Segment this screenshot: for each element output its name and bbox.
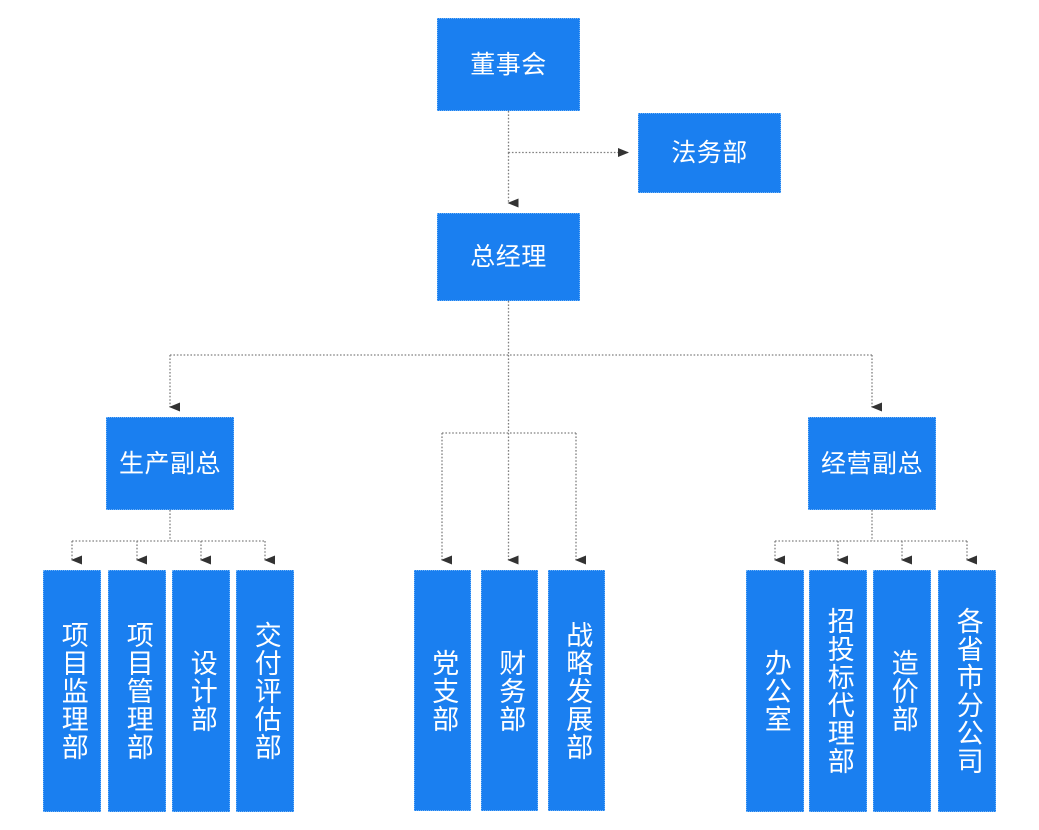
node-label: 经营副总 <box>820 448 923 478</box>
node-label: 战略发展部 <box>561 620 593 761</box>
node-label: 交付评估部 <box>249 621 281 761</box>
node-label: 项目监理部 <box>56 621 88 761</box>
node-delivery-evaluation-department[interactable]: 交付评估部 <box>236 570 294 812</box>
node-label: 办公室 <box>759 649 791 733</box>
node-party-branch[interactable]: 党支部 <box>414 570 471 811</box>
node-label: 法务部 <box>671 138 748 168</box>
node-project-supervision-department[interactable]: 项目监理部 <box>43 570 101 812</box>
node-project-management-department[interactable]: 项目管理部 <box>108 570 166 812</box>
node-production-vp[interactable]: 生产副总 <box>106 417 234 510</box>
node-board-of-directors[interactable]: 董事会 <box>437 18 580 111</box>
node-legal-department[interactable]: 法务部 <box>638 113 781 193</box>
node-general-manager[interactable]: 总经理 <box>437 213 580 301</box>
node-office[interactable]: 办公室 <box>746 570 804 812</box>
node-label: 各省市分公司 <box>951 607 983 775</box>
node-label: 董事会 <box>470 49 547 79</box>
node-label: 总经理 <box>470 242 547 272</box>
node-provincial-branches[interactable]: 各省市分公司 <box>938 570 996 812</box>
node-label: 设计部 <box>185 649 217 733</box>
node-design-department[interactable]: 设计部 <box>172 570 230 812</box>
node-cost-department[interactable]: 造价部 <box>873 570 931 812</box>
node-finance-department[interactable]: 财务部 <box>481 570 538 811</box>
node-label: 生产副总 <box>118 448 221 478</box>
node-operations-vp[interactable]: 经营副总 <box>808 417 936 510</box>
node-label: 项目管理部 <box>121 621 153 761</box>
node-label: 财务部 <box>494 648 526 733</box>
node-strategic-development-department[interactable]: 战略发展部 <box>548 570 605 811</box>
node-bidding-agency-department[interactable]: 招投标代理部 <box>809 570 867 812</box>
node-label: 招投标代理部 <box>822 607 854 775</box>
node-label: 造价部 <box>886 649 918 733</box>
node-label: 党支部 <box>427 648 459 733</box>
